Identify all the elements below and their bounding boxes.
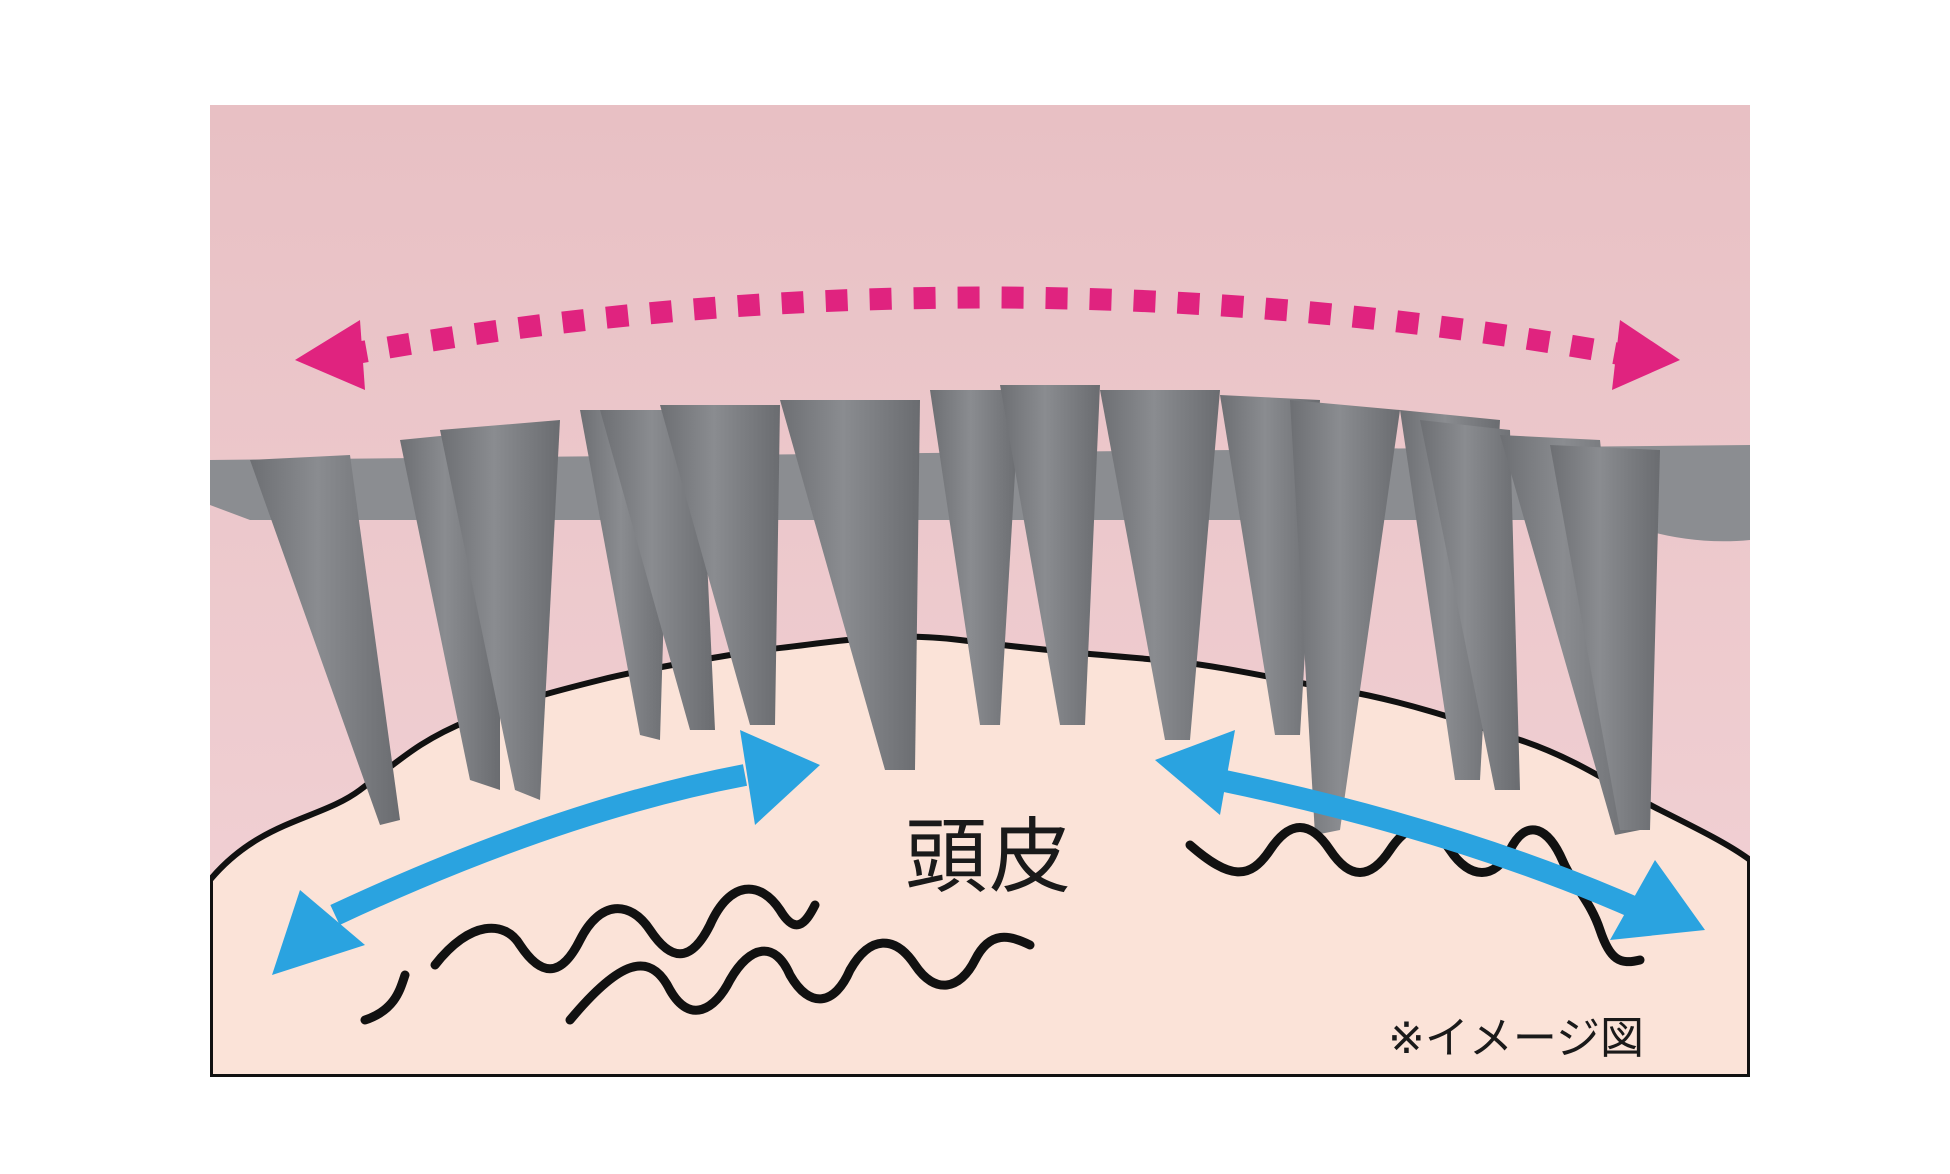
scalp-label: 頭皮 xyxy=(905,810,1074,905)
blue-arrow-left xyxy=(272,730,820,975)
image-note-label: ※イメージ図 xyxy=(1388,1013,1644,1064)
bristles xyxy=(250,385,1660,835)
blue-arrow-right xyxy=(1155,730,1705,940)
pink-dotted-arrow xyxy=(295,286,1680,390)
